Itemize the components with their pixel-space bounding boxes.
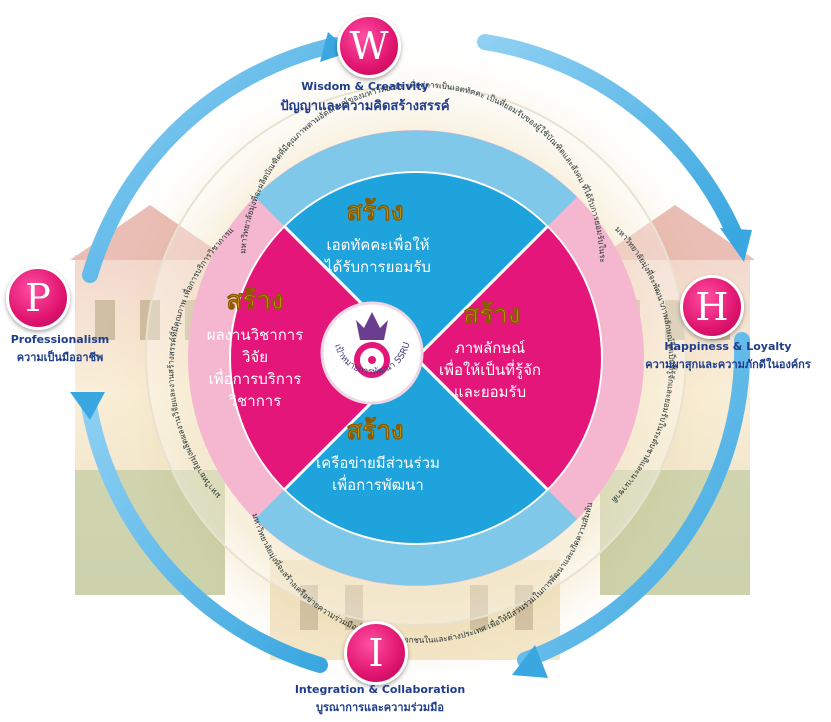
arrowhead-h [720, 228, 752, 262]
happiness-th: ความผาสุกและความภักดีในองค์กร [645, 358, 811, 371]
cycle-arrowheads [70, 32, 752, 678]
badge-p: P [6, 266, 70, 330]
quadrant-right-line-2: เพื่อให้เป็นที่รู้จัก [439, 359, 541, 379]
logo-mark-icon [354, 342, 390, 378]
wisdom-th: ปัญญาและความคิดสร้างสรรค์ [280, 99, 450, 114]
arrow-p-to-w [82, 37, 343, 283]
cycle-arrows [80, 34, 751, 673]
node-integration-label: Integration & Collaboration บูรณาการและค… [265, 683, 495, 716]
quadrant-top-line-2: ได้รับการยอมรับ [324, 258, 431, 276]
quadrant-left-heading: สร้าง [226, 286, 283, 316]
badge-i: I [344, 621, 408, 685]
professionalism-th: ความเป็นมืออาชีพ [16, 351, 104, 364]
happiness-en: Happiness & Loyalty [664, 340, 792, 353]
arrowhead-i [512, 645, 548, 678]
crown-icon [356, 312, 388, 340]
node-professionalism-label: Professionalism ความเป็นมืออาชีพ [0, 333, 120, 366]
arrow-w-to-h [477, 34, 743, 243]
professionalism-en: Professionalism [10, 333, 110, 346]
node-happiness-label: Happiness & Loyalty ความผาสุกและความภักด… [628, 340, 828, 373]
quadrant-top-heading: สร้าง [346, 197, 403, 227]
arrow-h-to-i [517, 332, 751, 668]
integration-th: บูรณาการและความร่วมมือ [316, 701, 444, 714]
quadrant-right [416, 227, 601, 489]
wisdom-en: Wisdom & Creativity [301, 80, 429, 93]
arrow-i-to-p [80, 392, 328, 673]
quadrant-right-line-3: และยอมรับ [454, 383, 526, 401]
badge-w: W [337, 14, 401, 78]
quadrant-top-line-1: เอตทัคคะเพื่อให้ [326, 234, 429, 254]
quadrant-bottom [285, 358, 547, 543]
quadrant-left-line-4: วิชาการ [228, 392, 281, 410]
node-wisdom-label: Wisdom & Creativity ปัญญาและความคิดสร้าง… [250, 80, 480, 116]
quadrant-right-heading: สร้าง [463, 300, 520, 330]
quadrant-bottom-line-1: เครือข่ายมีส่วนร่วม [316, 454, 440, 472]
ring-top-blue [255, 130, 577, 227]
quadrant-left-line-1: ผลงานวิชาการ [207, 326, 304, 344]
badge-h: H [680, 275, 744, 339]
quadrant-top [285, 173, 547, 358]
quadrant-bottom-heading: สร้าง [346, 416, 403, 446]
arrowhead-p [70, 392, 105, 420]
quadrant-bottom-line-2: เพื่อการพัฒนา [332, 474, 424, 494]
quadrant-right-line-1: ภาพลักษณ์ [455, 339, 525, 357]
integration-en: Integration & Collaboration [294, 683, 466, 696]
quadrant-left-line-3: เพื่อการบริการ [209, 368, 302, 388]
ring-bottom-blue [255, 489, 577, 586]
quadrant-left-line-2: วิจัย [241, 348, 268, 366]
